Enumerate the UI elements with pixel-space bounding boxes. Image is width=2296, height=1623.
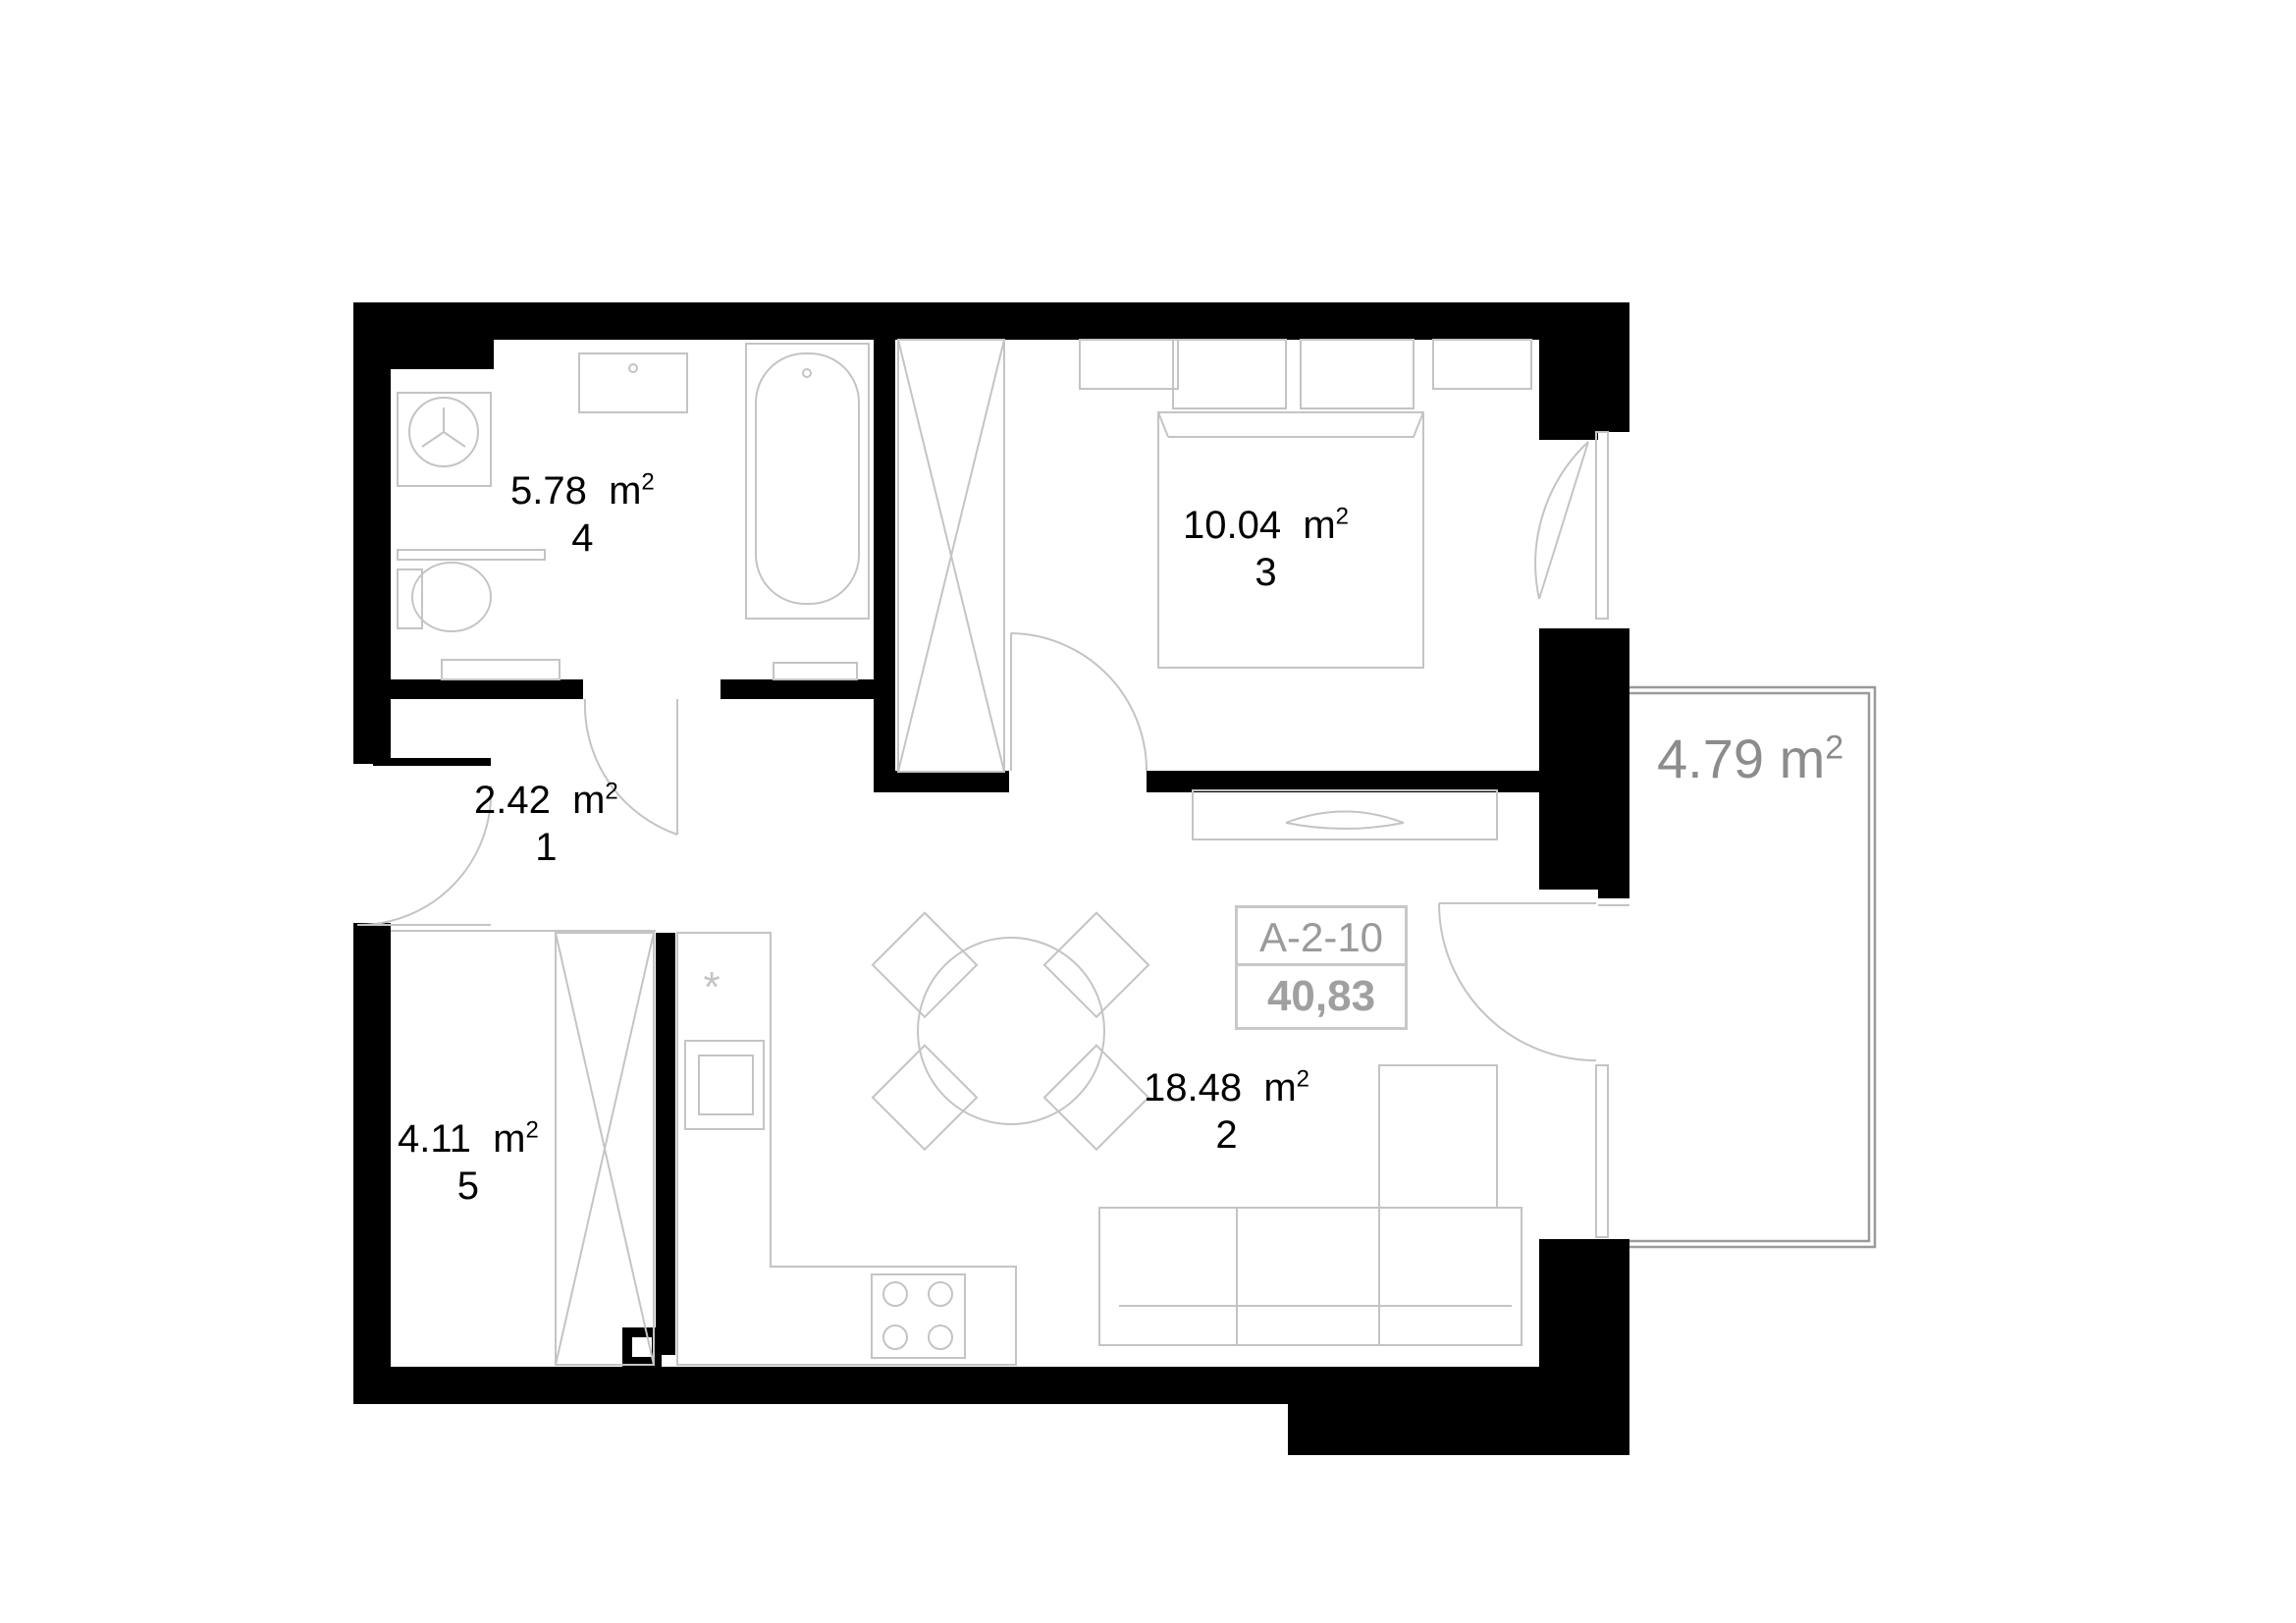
room-3-number: 3 [1255, 551, 1277, 594]
room-5-area: 4.11 m2 [398, 1116, 539, 1161]
room-3-area: 10.04 m2 [1183, 503, 1350, 547]
unit-code: A-2-10 [1238, 908, 1405, 966]
room-4-label: 5.78 m2 4 [510, 468, 655, 560]
bed [1079, 339, 1532, 669]
room-1-label: 2.42 m2 1 [474, 778, 618, 869]
room-5-number: 5 [456, 1164, 480, 1208]
room-2-area: 18.48 m2 [1144, 1065, 1310, 1109]
balcony [1598, 685, 1877, 1249]
doors [356, 441, 1597, 1061]
unit-tag: A-2-10 40,83 [1235, 905, 1408, 1030]
room-3-label: 10.04 m2 3 [1183, 503, 1350, 594]
room-1-area: 2.42 m2 [474, 778, 618, 822]
room-5-label: 4.11 m2 5 [398, 1116, 539, 1208]
bathroom-fixtures [397, 343, 870, 680]
room-2-number: 2 [1215, 1113, 1238, 1157]
interior-walls [373, 324, 1539, 1367]
room-4-number: 4 [571, 516, 594, 560]
unit-total-area: 40,83 [1266, 972, 1376, 1020]
svg-text:*: * [703, 963, 720, 1011]
balcony-area-label: 4.79 m2 [1657, 728, 1844, 789]
kitchen: * [676, 932, 1017, 1366]
wardrobes [391, 339, 1005, 1366]
room-1-number: 1 [535, 826, 558, 869]
outer-walls [353, 302, 1629, 1455]
room-4-area: 5.78 m2 [510, 468, 655, 513]
windows [1595, 431, 1609, 1238]
room-2-label: 18.48 m2 2 [1144, 1065, 1310, 1157]
living-furniture [871, 789, 1522, 1346]
